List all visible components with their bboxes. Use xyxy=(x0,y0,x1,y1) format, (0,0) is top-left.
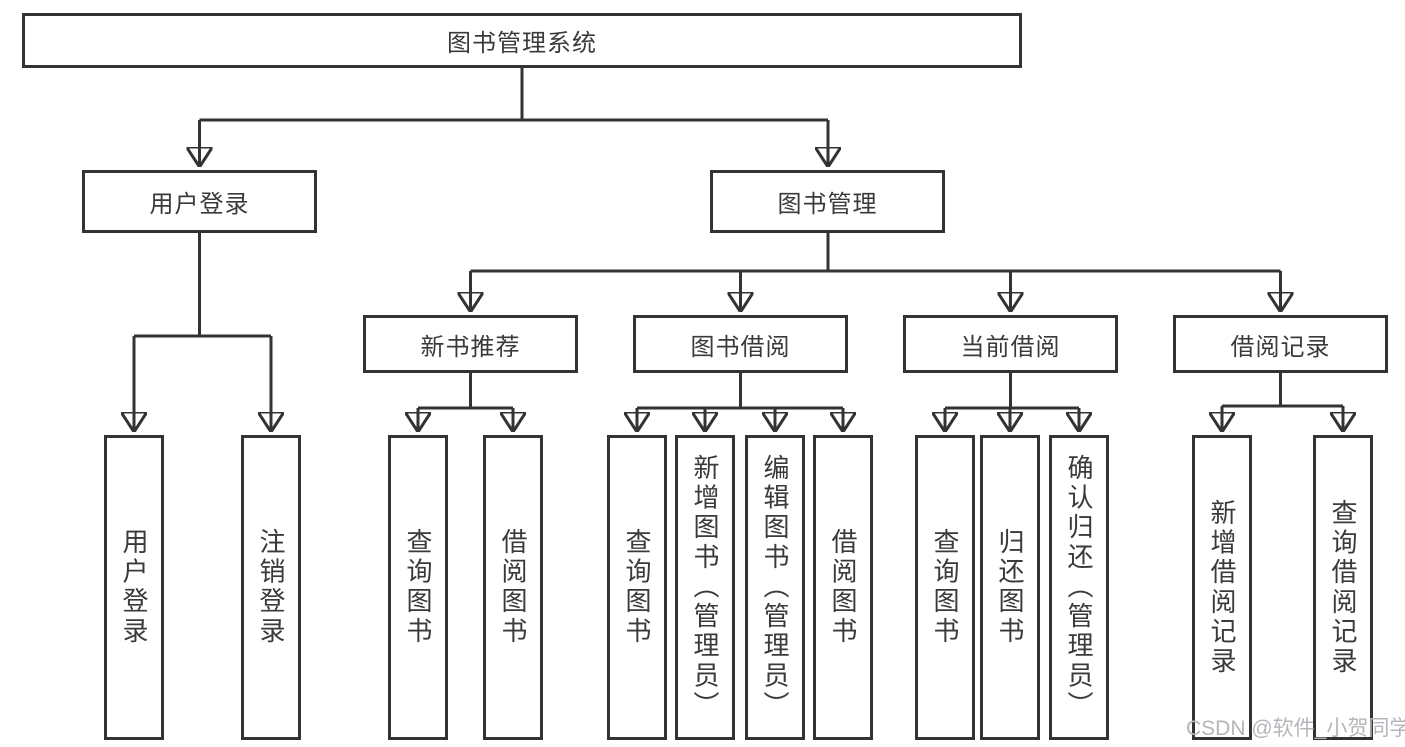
csdn-watermark: CSDN @软件_小贺同学 xyxy=(1186,717,1405,740)
leaf-add-borrow-record: 新增借阅记录 xyxy=(1192,435,1252,740)
leaf-logout: 注销登录 xyxy=(241,435,301,740)
node-borrowing-records: 借阅记录 xyxy=(1173,315,1388,373)
leaf-query-books-current: 查询图书 xyxy=(915,435,975,740)
leaf-return-books: 归还图书 xyxy=(980,435,1040,740)
node-book-borrowing: 图书借阅 xyxy=(633,315,848,373)
leaf-query-borrow-record: 查询借阅记录 xyxy=(1313,435,1373,740)
node-book-management: 图书管理 xyxy=(710,170,945,233)
leaf-add-book-admin: 新增图书（管理员） xyxy=(675,435,735,740)
leaf-borrow-books-borrowing: 借阅图书 xyxy=(813,435,873,740)
node-current-borrowing: 当前借阅 xyxy=(903,315,1118,373)
leaf-query-books-recommend: 查询图书 xyxy=(388,435,448,740)
node-library-management-system: 图书管理系统 xyxy=(22,13,1022,68)
leaf-confirm-return-admin: 确认归还（管理员） xyxy=(1049,435,1109,740)
node-user-login: 用户登录 xyxy=(82,170,317,233)
leaf-query-books-borrowing: 查询图书 xyxy=(607,435,667,740)
leaf-user-login: 用户登录 xyxy=(104,435,164,740)
node-new-book-recommendation: 新书推荐 xyxy=(363,315,578,373)
leaf-borrow-books-recommend: 借阅图书 xyxy=(483,435,543,740)
leaf-edit-book-admin: 编辑图书（管理员） xyxy=(745,435,805,740)
